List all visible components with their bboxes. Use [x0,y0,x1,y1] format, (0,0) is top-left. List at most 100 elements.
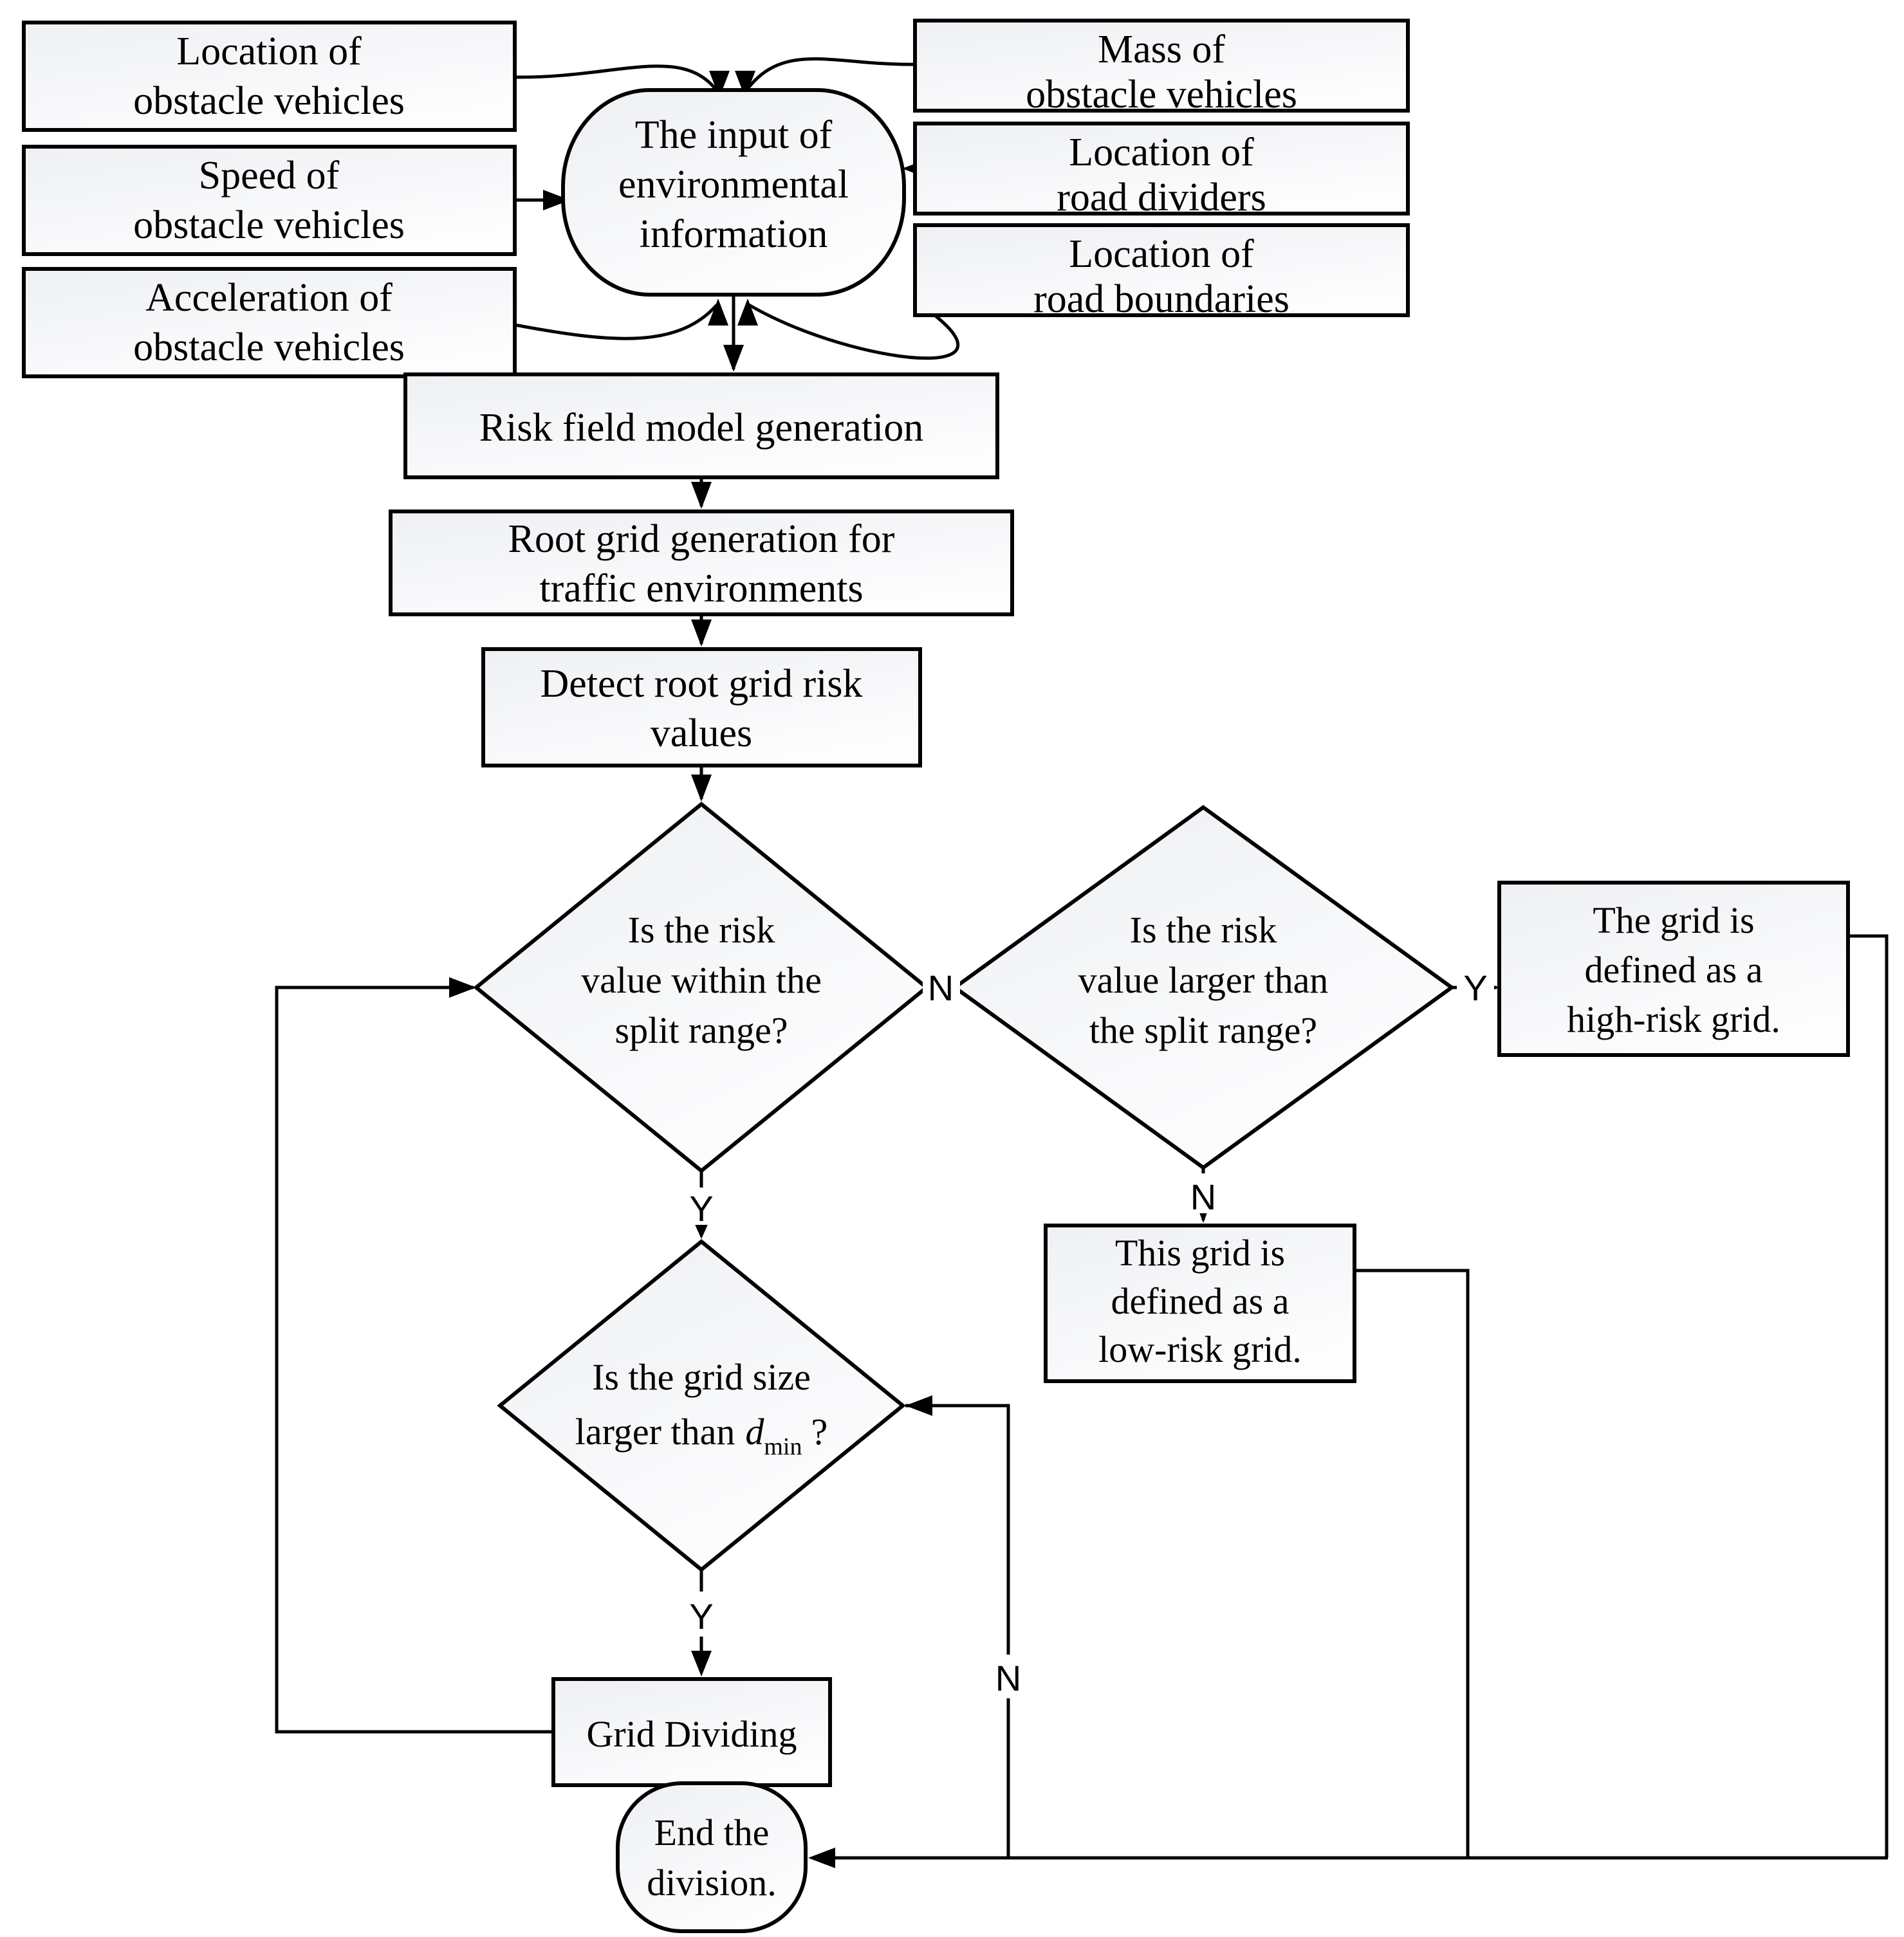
arrowhead-boundaries-into-input [737,298,758,326]
arrowhead-into-d1-top [691,775,712,802]
node-label-line: Location of [1069,232,1254,276]
node-speed-obstacle-vehicles: Speed of obstacle vehicles [22,145,517,256]
decision-label-line: split range? [615,1009,788,1051]
node-label-line: traffic environments [539,567,863,610]
node-label-line: End the [654,1812,770,1853]
arrowhead-speed-into-input [543,190,570,210]
decision-risk-within-split-range: Is the risk value within the split range… [473,802,930,1173]
node-rounded [561,88,906,297]
arrowhead-into-input-top-right [735,71,755,98]
arrowhead-into-rootgrid [691,482,712,509]
edge-label-d3-no: N [995,1658,1021,1698]
node-label-line: Grid Dividing [586,1713,797,1755]
node-box [389,509,1014,616]
node-label-line: obstacle vehicles [133,79,405,123]
node-box [913,223,1410,317]
node-label-line: obstacle vehicles [133,203,405,247]
decision-label-line: the split range? [1089,1009,1317,1051]
node-high-risk-grid: The grid is defined as a high-risk grid. [1497,881,1850,1057]
label-bg [1185,1173,1221,1213]
node-label-line: Detect root grid risk [540,662,862,706]
edge-griddividing-loop-to-d1 [275,986,555,1734]
node-label-line: The grid is [1593,899,1754,941]
arrowhead-into-riskfield [723,345,744,372]
node-label-line: road dividers [1057,176,1266,219]
node-label-line: information [640,212,828,256]
label-bg [683,1188,719,1225]
node-box [481,647,922,767]
node-label-line: Location of [176,30,362,73]
edge-label-d1-yes: Y [689,1188,713,1229]
node-label-line: Speed of [199,154,340,197]
decision-label-line: Is the risk [1130,909,1277,951]
edge-lowrisk-to-end [1354,1269,1470,1858]
node-label-line: Mass of [1098,28,1225,71]
node-box [22,145,517,256]
node-end-the-division: End the division. [616,1781,808,1933]
node-root-grid-generation: Root grid generation for traffic environ… [389,509,1014,616]
decision-diamond [473,802,930,1173]
node-label-line: defined as a [1111,1280,1289,1322]
node-label-line: The input of [635,113,833,157]
arrowhead-into-griddividing [691,1651,712,1676]
node-box [913,19,1410,113]
arrowhead-accel-into-input [708,298,728,326]
decision-risk-larger-than-split-range: Is the risk value larger than the split … [951,805,1456,1170]
node-box [913,122,1410,216]
edge-highrisk-to-end [1848,934,1889,1858]
label-bg [990,1655,1026,1698]
decision-diamond [951,805,1456,1170]
arrowhead-into-end [808,1848,835,1868]
node-box [22,267,517,378]
label-bg [683,1594,719,1633]
node-label-line: obstacle vehicles [1026,73,1297,116]
node-detect-root-grid-risk-values: Detect root grid risk values [481,647,922,767]
decision-label-line: value larger than [1078,959,1329,1001]
node-label-line: This grid is [1115,1232,1285,1274]
label-bg [923,964,960,1009]
node-label-line: Risk field model generation [479,406,923,450]
node-label-line: obstacle vehicles [133,326,405,369]
node-label-line: low-risk grid. [1098,1328,1302,1370]
node-box [1497,881,1850,1057]
edge-d3-no-line [905,1404,1010,1858]
node-label-line: values [651,711,752,755]
node-risk-field-model-generation: Risk field model generation [403,372,999,479]
node-label-line: division. [647,1862,776,1904]
edge-boundaries-to-input [748,299,959,360]
node-label-line: road boundaries [1033,277,1289,321]
label-bg [1457,964,1494,1009]
node-acceleration-obstacle-vehicles: Acceleration of obstacle vehicles [22,267,517,378]
node-box [22,21,517,132]
edge-label-d3-yes: Y [689,1596,713,1637]
edge-location-obstacle-to-input [514,64,721,95]
node-low-risk-grid: This grid is defined as a low-risk grid. [1044,1224,1356,1383]
node-location-road-boundaries: Location of road boundaries [913,223,1410,321]
arrowheads [449,71,1499,1868]
edge-accel-to-input [514,304,718,340]
node-label-line: Root grid generation for [508,517,895,561]
node-mass-obstacle-vehicles: Mass of obstacle vehicles [913,19,1410,116]
node-location-road-dividers: Location of road dividers [913,122,1410,219]
arrowhead-into-input-top-left [709,71,730,98]
node-input-environmental-information: The input of environmental information [561,88,906,297]
node-label-line: environmental [618,163,849,207]
node-terminator [616,1781,808,1933]
node-label-line: Acceleration of [145,276,393,320]
node-box [1044,1224,1356,1383]
decision-diamond [497,1239,906,1572]
decision-label-line: Is the grid size [592,1356,811,1398]
edge-label-d1-no: N [928,968,954,1008]
node-label-line: high-risk grid. [1567,998,1780,1040]
edge-mass-to-input [742,57,916,95]
edge-labels: N Y N Y Y N [683,964,1494,1698]
node-label-line: defined as a [1585,949,1763,991]
node-box [403,372,999,479]
arrowhead-into-d3-right [905,1395,932,1416]
edge-label-d2-no: N [1190,1177,1216,1217]
node-grid-dividing: Grid Dividing [551,1677,832,1787]
arrowhead-into-detect [691,620,712,647]
